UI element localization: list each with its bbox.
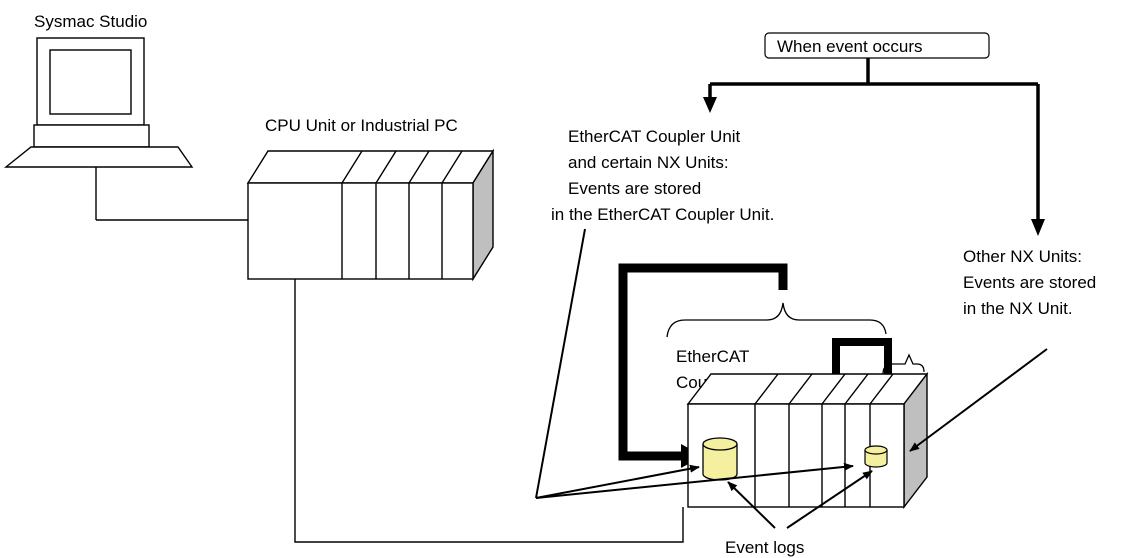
other-note-line: Other NX Units:	[963, 247, 1082, 266]
when-event-label: When event occurs	[777, 37, 923, 56]
coupler-note-line: and certain NX Units:	[568, 153, 729, 172]
nx-brace	[882, 353, 925, 375]
branch-arrow-right	[1031, 219, 1045, 236]
coupler-brace	[666, 302, 887, 338]
database-icon	[702, 437, 738, 481]
coupler-note-line: EtherCAT Coupler Unit	[568, 127, 741, 146]
cpu-rack	[246, 148, 495, 282]
coupler-unit-label-line: EtherCAT	[676, 347, 749, 366]
event-logs-label: Event logs	[725, 538, 804, 557]
other-note-line: Events are stored	[963, 273, 1096, 292]
ethercat-cable	[294, 279, 684, 543]
branch-arrow-left	[703, 97, 717, 113]
computer-icon	[4, 37, 248, 221]
coupler-note-line: in the EtherCAT Coupler Unit.	[551, 205, 774, 224]
other-note: Other NX Units: Events are stored in the…	[963, 247, 1101, 318]
pointer-arrows	[535, 228, 1048, 529]
coupler-note: EtherCAT Coupler Unit and certain NX Uni…	[551, 127, 774, 224]
other-note-line: in the NX Unit.	[963, 299, 1073, 318]
event-trigger-box	[764, 32, 990, 59]
coupler-routing-line	[618, 263, 788, 461]
database-icon	[864, 445, 888, 468]
cpu-unit-label: CPU Unit or Industrial PC	[265, 116, 458, 135]
sysmac-studio-label: Sysmac Studio	[34, 12, 147, 31]
coupler-note-line: Events are stored	[568, 179, 701, 198]
event-branch	[708, 58, 1040, 220]
